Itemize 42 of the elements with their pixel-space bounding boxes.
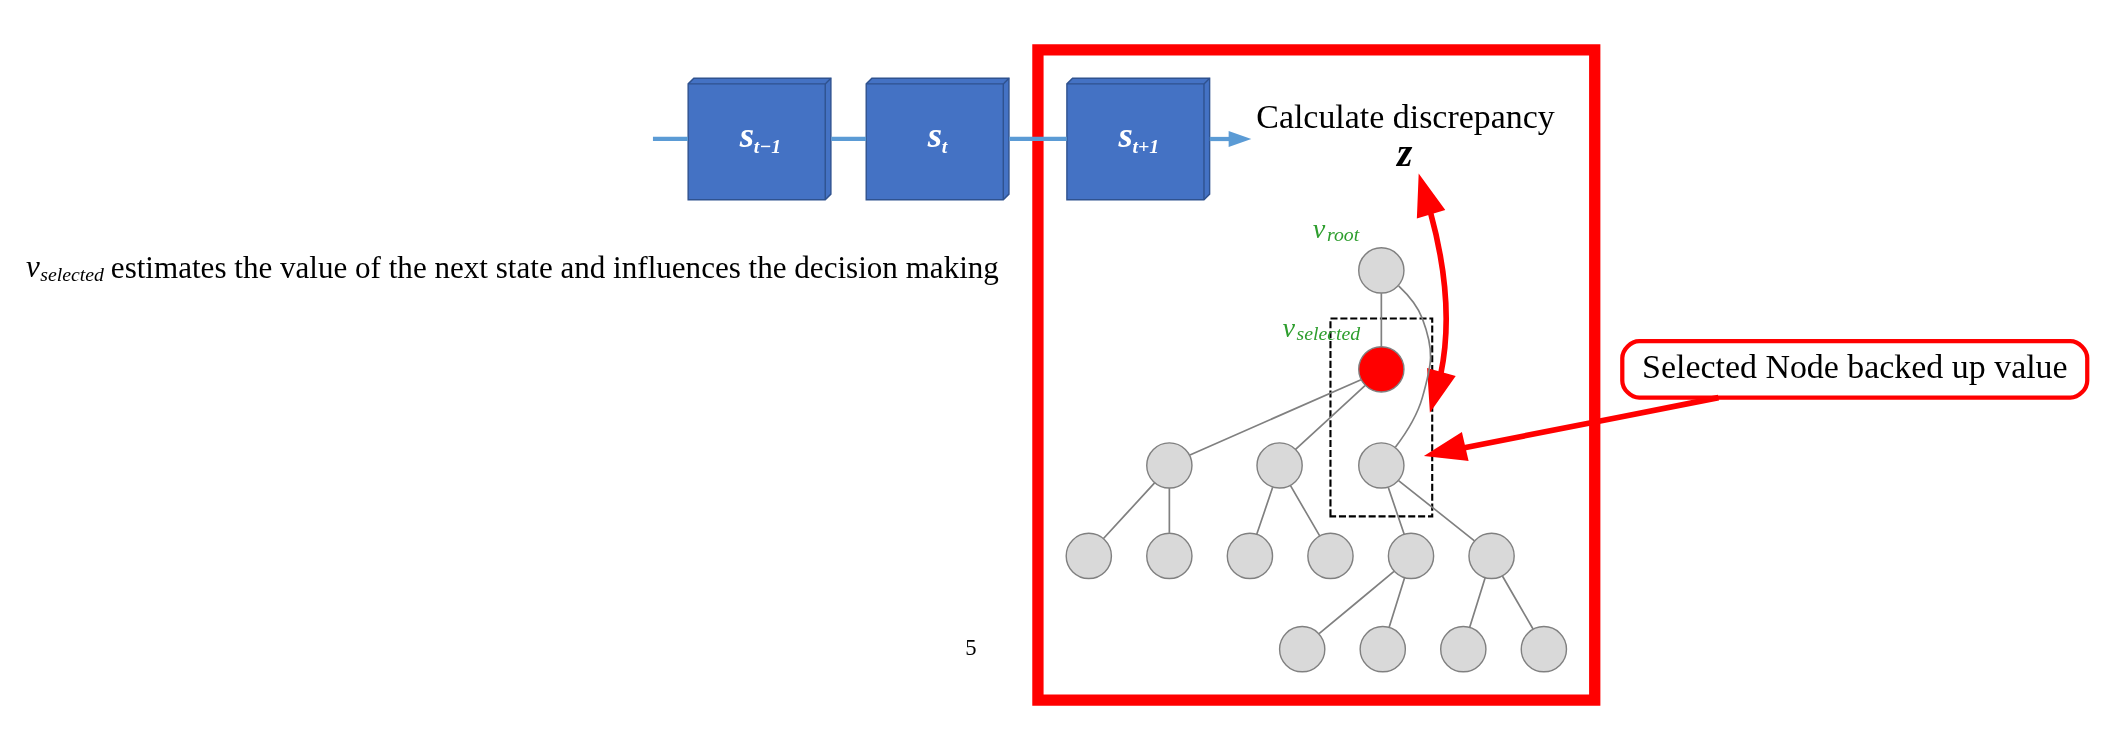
node-circle [1358, 441, 1405, 489]
node-text: Calculate discrepancy z [1256, 97, 1555, 175]
connector [1387, 485, 1406, 535]
node-label: vselected [1282, 311, 1361, 344]
connector [1388, 576, 1406, 628]
connector [1318, 570, 1395, 635]
connector [1168, 486, 1171, 534]
connector [1009, 136, 1067, 141]
node-box: Selected Node backed up value [1620, 338, 2090, 400]
connector [1397, 479, 1476, 542]
cluster [1032, 43, 1601, 706]
node-circle [1358, 345, 1405, 393]
node-circle [1468, 532, 1515, 579]
node-circle [1146, 532, 1193, 579]
label: vselected estimates the value of the next state and influences the decision making [26, 248, 999, 285]
label: 5 [965, 634, 977, 660]
node-circle [1387, 532, 1435, 579]
node-circle [1146, 441, 1193, 489]
node-circle [1358, 246, 1405, 294]
connector [1102, 481, 1156, 539]
node-circle [1307, 532, 1354, 579]
connector [1289, 484, 1321, 537]
connector [1394, 284, 1432, 448]
connector [1255, 485, 1274, 535]
arrow [1423, 394, 1719, 461]
node-circle [1065, 532, 1113, 579]
arrow [1209, 130, 1252, 147]
arrow [1416, 173, 1456, 413]
connector [1468, 576, 1486, 628]
connector [831, 136, 867, 141]
node-circle [1440, 625, 1487, 672]
node-circle [1226, 532, 1274, 579]
node-circle [1278, 625, 1326, 672]
connector [1294, 384, 1366, 450]
connector [1501, 574, 1534, 630]
connector [1189, 378, 1362, 456]
connector [652, 136, 688, 141]
node-circle [1256, 441, 1303, 489]
node-circle [1520, 625, 1568, 672]
node-circle [1359, 625, 1407, 672]
connector [1380, 291, 1383, 347]
node-label: vroot [1312, 212, 1360, 245]
